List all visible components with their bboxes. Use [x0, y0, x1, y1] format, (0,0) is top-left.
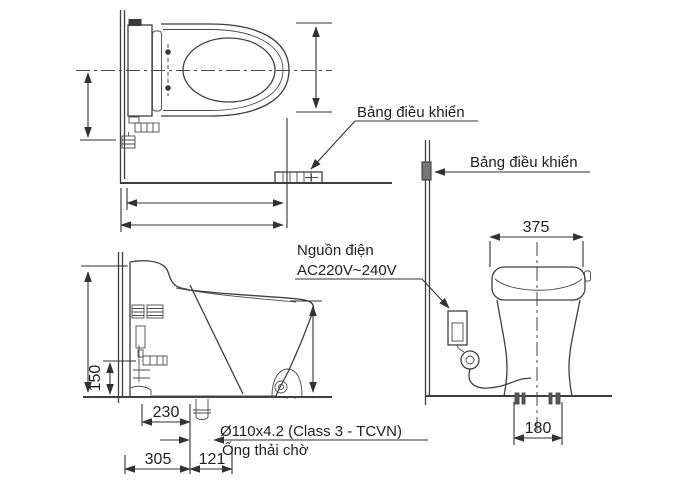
label-control-panel-plan: Bảng điều khiển [357, 104, 465, 121]
label-control-panel-front: Bảng điều khiển [470, 154, 578, 171]
front-seat [491, 266, 586, 301]
dim-drain-offset: 121 [199, 451, 226, 468]
front-view: Bảng điều khiển 375 180 [295, 140, 612, 445]
plan-control-panel [274, 171, 323, 184]
side-plumbing [130, 325, 168, 396]
dim-seat-width: 375 [523, 219, 550, 236]
front-ext-375 [489, 241, 584, 267]
front-power-cable [468, 368, 532, 389]
dim-base-width: 180 [525, 420, 552, 437]
plan-ext-width [296, 22, 332, 113]
label-drain-name: Ống thải chờ [222, 441, 309, 459]
plan-bolt-2 [165, 85, 171, 91]
side-drain-stub [193, 399, 211, 421]
label-drain-spec: Ø110x4.2 (Class 3 - TCVN) [220, 423, 402, 440]
dim-wall-to-drain: 305 [145, 451, 172, 468]
plan-view: Bảng điều khiển [76, 10, 478, 232]
side-seat-underline [175, 287, 297, 303]
front-seat-curve [494, 278, 583, 291]
side-ext-floor-dims [124, 404, 233, 474]
dim-inlet-height: 150 [87, 365, 104, 392]
plan-wall-lines [119, 10, 126, 183]
front-power-leader [295, 278, 450, 309]
side-vent-grilles [131, 304, 164, 319]
front-wall-lines [424, 140, 431, 405]
front-body-left [496, 299, 508, 397]
side-trap-outlet [271, 368, 303, 399]
front-control-panel [421, 161, 432, 181]
plan-supply-fittings [121, 116, 160, 149]
plan-panel-leader [310, 120, 478, 170]
label-power-line2: AC220V~240V [297, 262, 397, 279]
front-floor-bolts [514, 392, 561, 405]
side-toilet-outline [129, 260, 315, 397]
dim-wall-to-trap: 230 [153, 404, 180, 421]
side-body-crease [189, 284, 244, 395]
plan-bolt-1 [165, 49, 171, 55]
label-power-line1: Nguồn điện [297, 242, 374, 259]
side-wall-lines [117, 252, 124, 403]
front-seat-tab [584, 270, 591, 282]
plan-tank-cap [128, 19, 142, 26]
front-power-outlet [447, 310, 532, 389]
front-body-right [568, 299, 581, 397]
side-view: 150 230 Ø110x4.2 (Class 3 - TCVN) Ống th… [81, 252, 428, 474]
